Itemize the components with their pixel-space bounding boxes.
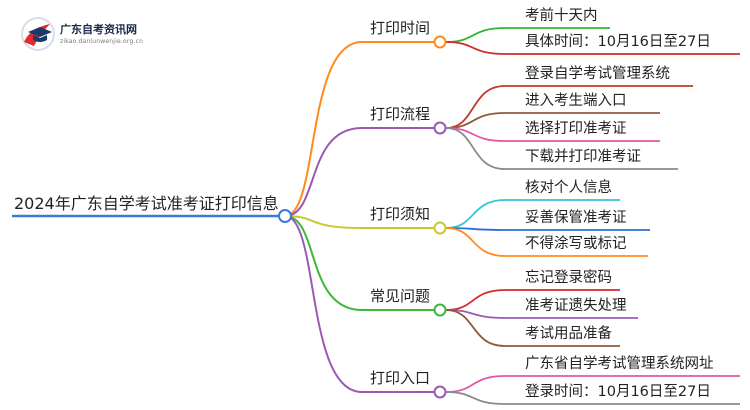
leaf-label-1-1: 考前十天内 [525,8,598,24]
leaf-label-1-2: 具体时间：10月16日至27日 [525,34,711,50]
site-name: 广东自考资讯网 [60,23,137,36]
leaf-label-5-1: 广东省自学考试管理系统网址 [525,356,714,372]
branch-label-2: 打印流程 [370,105,431,123]
leaf-connector-4-1 [445,289,506,311]
leaf-label-3-3: 不得涂写或标记 [525,236,627,252]
branch-label-5: 打印入口 [370,369,431,387]
leaf-label-2-1: 登录自学考试管理系统 [525,66,670,82]
graduation-cap-icon [21,17,55,51]
leaf-connector-3-1 [445,199,506,229]
leaf-connector-2-1 [445,85,506,129]
leaf-label-4-2: 准考证遗失处理 [525,298,627,314]
branch-label-4: 常见问题 [370,287,431,305]
leaf-connector-3-3 [445,227,506,257]
root-node [278,209,292,223]
leaf-label-2-3: 选择打印准考证 [525,121,627,137]
branch-node-4 [433,303,447,317]
leaf-connector-1-1 [445,27,506,43]
leaf-label-4-3: 考试用品准备 [525,326,612,342]
branch-node-1 [433,35,447,49]
leaf-label-2-2: 进入考生端入口 [525,93,627,109]
branch-connector-5 [284,215,363,393]
branch-node-5 [433,385,447,399]
branch-node-2 [433,121,447,135]
leaf-label-2-4: 下载并打印准考证 [525,149,641,165]
site-logo: 广东自考资讯网 zikao.danlunwenjie.org.cn [20,14,170,54]
leaf-label-3-2: 妥善保管准考证 [525,210,627,226]
branch-connector-1 [284,41,363,217]
leaf-label-4-1: 忘记登录密码 [525,270,612,286]
leaf-connector-4-3 [445,309,506,347]
leaf-connector-5-2 [445,391,506,405]
branch-connector-3 [284,215,363,229]
branch-node-3 [433,221,447,235]
leaf-connector-2-4 [445,127,506,170]
branch-label-3: 打印须知 [370,205,431,223]
leaf-label-3-1: 核对个人信息 [525,180,612,196]
branch-connector-2 [284,127,363,217]
leaf-connector-5-1 [445,375,506,393]
root-topic: 2024年广东自学考试准考证打印信息 [14,194,279,213]
leaf-connector-1-2 [445,41,506,55]
leaf-label-5-2: 登录时间：10月16日至27日 [525,384,711,400]
branch-label-1: 打印时间 [370,19,431,37]
branch-connector-4 [284,215,363,311]
site-url: zikao.danlunwenjie.org.cn [60,38,144,45]
